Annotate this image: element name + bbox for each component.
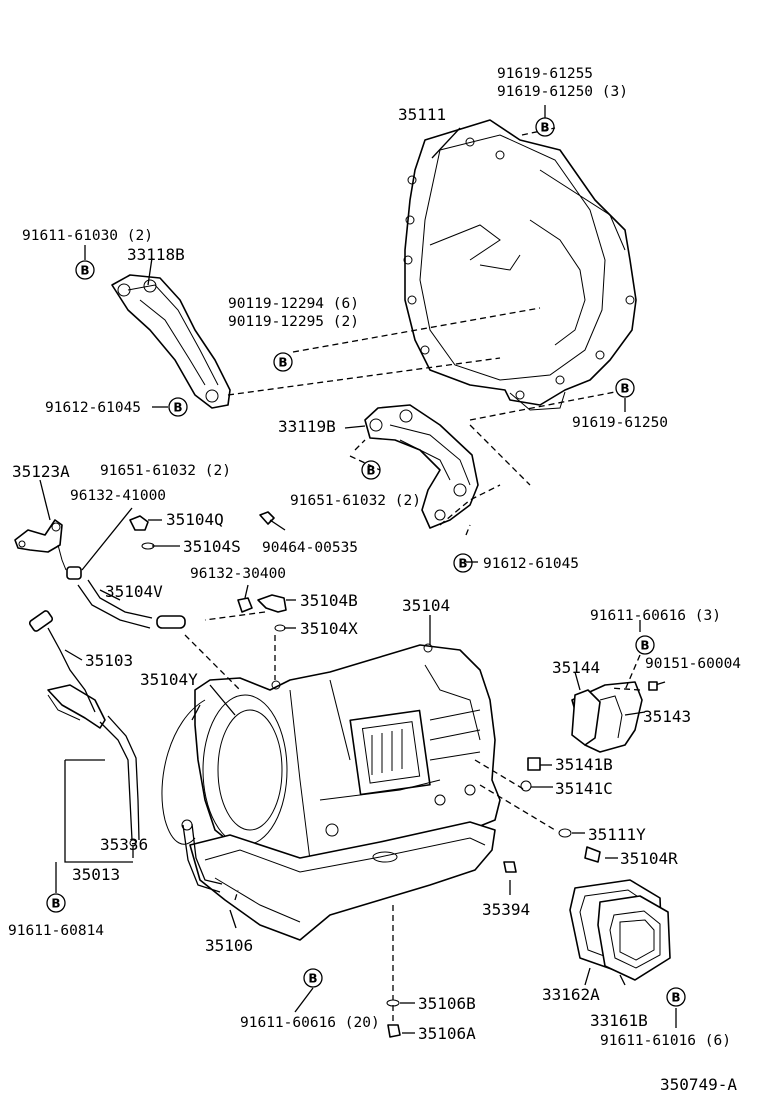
svg-text:B: B — [51, 897, 60, 911]
svg-text:B: B — [278, 356, 287, 370]
part-number-label: 35104Q — [166, 510, 224, 529]
transmission-case-part — [194, 643, 501, 869]
part-number-label: 35141B — [555, 755, 613, 774]
bolt-marker-icon: B — [303, 968, 323, 988]
diagram-id: 350749-A — [660, 1075, 737, 1094]
part-number-label: 33119B — [278, 417, 336, 436]
part-number-label: 91611-60616 (3) — [590, 608, 721, 624]
solid-leaders — [39, 105, 677, 1034]
part-number-label: 91611-61016 (6) — [600, 1033, 731, 1049]
bolt-marker-icon: B — [666, 987, 686, 1007]
bolt-marker-icon: B — [75, 260, 95, 280]
part-number-label: 33162A — [542, 985, 600, 1004]
bolt-markers: B B B B B B B B B B B — [46, 117, 686, 1007]
small-fittings — [129, 511, 666, 1038]
bolt-marker-icon: B — [361, 460, 381, 480]
part-number-label: 35106A — [418, 1024, 476, 1043]
part-number-label: 35103 — [85, 651, 133, 670]
cover-35143-part — [571, 681, 643, 753]
svg-text:B: B — [173, 401, 182, 415]
part-number-label: 90464-00535 — [262, 540, 358, 556]
part-number-label: 96132-41000 — [70, 488, 166, 504]
part-number-label: 35104B — [300, 591, 358, 610]
dipstick-tube-part — [47, 684, 140, 847]
svg-text:B: B — [366, 464, 375, 478]
part-number-label: 96132-30400 — [190, 566, 286, 582]
cover-plate-33161b-part — [597, 895, 671, 981]
svg-text:B: B — [671, 991, 680, 1005]
part-number-label: 33118B — [127, 245, 185, 264]
hose-part — [66, 566, 186, 629]
part-number-label: 90151-60004 — [645, 656, 741, 672]
part-number-label: 35104Y — [140, 670, 198, 689]
part-number-label: 91612-61045 — [45, 400, 141, 416]
svg-text:B: B — [80, 264, 89, 278]
filler-ring-part — [161, 699, 223, 893]
svg-text:B: B — [620, 382, 629, 396]
part-number-label: 35104X — [300, 619, 358, 638]
part-number-label: 91611-60814 — [8, 923, 104, 939]
part-number-label: 91611-61030 (2) — [22, 228, 153, 244]
part-number-label: 91619-61250 (3) — [497, 84, 628, 100]
part-number-label: 35336 — [100, 835, 148, 854]
part-number-label: 35104V — [105, 582, 163, 601]
part-number-label: 35013 — [72, 865, 120, 884]
part-number-label: 35123A — [12, 462, 70, 481]
part-number-label: 91651-61032 (2) — [100, 463, 231, 479]
dipstick-part — [28, 610, 96, 713]
part-number-label: 35144 — [552, 658, 600, 677]
oil-pan-part — [189, 821, 496, 941]
bolt-marker-icon: B — [635, 635, 655, 655]
part-number-label: 35143 — [643, 707, 691, 726]
part-number-label: 91612-61045 — [483, 556, 579, 572]
part-number-label: 33161B — [590, 1011, 648, 1030]
bracket-33118b-part — [111, 274, 231, 409]
part-number-label: 91619-61250 — [572, 415, 668, 431]
svg-text:B: B — [540, 121, 549, 135]
bolt-marker-icon: B — [46, 893, 66, 913]
part-number-label: 35141C — [555, 779, 613, 798]
transmission-housing-part — [403, 119, 637, 411]
bracket-35123a-part — [14, 519, 67, 571]
part-number-label: 90119-12294 (6) — [228, 296, 359, 312]
part-number-label: 35104R — [620, 849, 678, 868]
part-labels: 91619-61255 91619-61250 (3) 35111 91611-… — [8, 66, 741, 1094]
bolt-marker-icon: B — [535, 117, 555, 137]
dashed-leaders — [184, 127, 641, 1022]
part-number-label: 91651-61032 (2) — [290, 493, 421, 509]
svg-text:B: B — [458, 557, 467, 571]
part-number-label: 90119-12295 (2) — [228, 314, 359, 330]
part-number-label: 35104S — [183, 537, 241, 556]
svg-text:B: B — [308, 972, 317, 986]
part-number-label: 35394 — [482, 900, 530, 919]
bracket-33119b-part — [364, 404, 479, 529]
bolt-marker-icon: B — [453, 553, 473, 573]
bolt-marker-icon: B — [615, 378, 635, 398]
part-number-label: 35111Y — [588, 825, 646, 844]
bolt-marker-icon: B — [273, 352, 293, 372]
part-number-label: 91619-61255 — [497, 66, 593, 82]
part-number-label: 35106B — [418, 994, 476, 1013]
part-number-label: 35104 — [402, 596, 450, 615]
bolt-marker-icon: B — [168, 397, 188, 417]
svg-text:B: B — [640, 639, 649, 653]
part-number-label: 35106 — [205, 936, 253, 955]
part-number-label: 91611-60616 (20) — [240, 1015, 380, 1031]
part-number-label: 35111 — [398, 105, 446, 124]
